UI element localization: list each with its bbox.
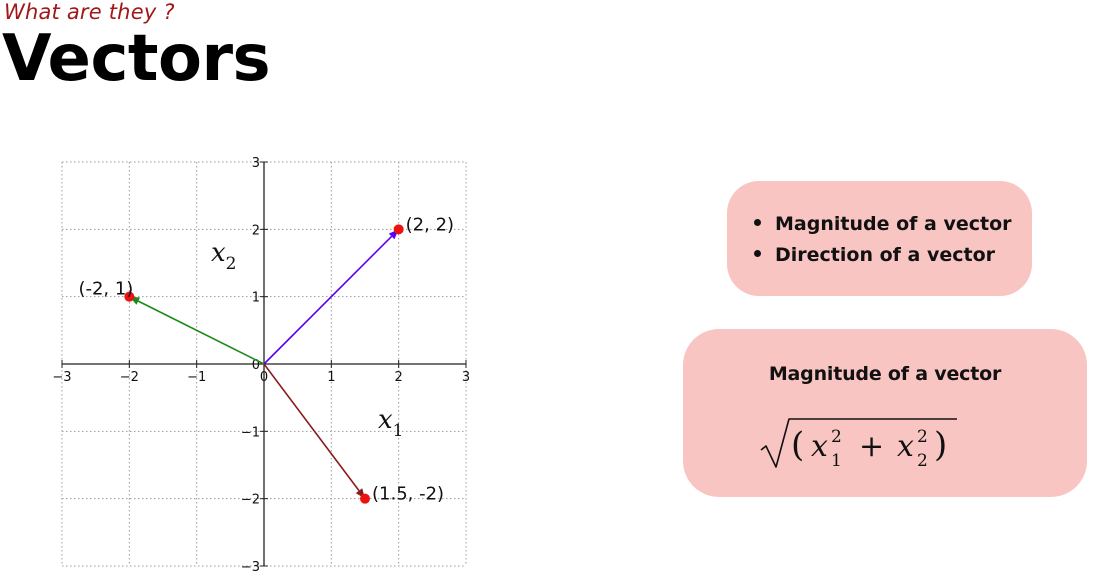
x-tick-label: −1 (187, 370, 206, 385)
magnitude-heading: Magnitude of a vector (768, 363, 1002, 385)
x-tick-label: 0 (260, 370, 268, 385)
slide-subtitle: What are they ? (4, 0, 175, 24)
vector-2-2-label: (2, 2) (406, 214, 454, 235)
y-tick-label: 2 (252, 223, 260, 238)
formula-paren-open: ( (791, 425, 804, 465)
vector-1.5-neg2-line (263, 363, 360, 492)
bullet-icon (754, 250, 761, 257)
x-tick-label: 1 (327, 370, 335, 385)
vector-1.5-neg2-label: (1.5, -2) (372, 484, 444, 505)
x-tick-label: −3 (52, 370, 71, 385)
magnitude-formula: ( x 2 1 + x 2 2 ) (760, 418, 957, 471)
magnitude-box: Magnitude of a vector ( x 2 1 + x 2 2 ) (683, 329, 1087, 497)
vector-neg2-1-point (124, 291, 135, 302)
vector-neg2-1-label: (-2, 1) (78, 279, 133, 300)
list-item: Magnitude of a vector (754, 209, 1012, 240)
list-item-label: Magnitude of a vector (775, 213, 1012, 235)
x-tick-label: 2 (395, 370, 403, 385)
formula-sub-1: 1 (831, 451, 842, 471)
vector-neg2-1-line (137, 300, 265, 365)
formula-base-x1: x (811, 429, 828, 464)
x-tick-label: 3 (462, 370, 470, 385)
formula-paren-close: ) (934, 425, 947, 465)
slide-title: Vectors (2, 22, 271, 96)
formula-plus: + (859, 429, 884, 464)
formula-base-x2: x (897, 429, 914, 464)
list-item: Direction of a vector (754, 240, 1012, 271)
y-tick-label: −3 (241, 560, 260, 575)
y-tick-label: −2 (241, 493, 260, 508)
y-tick-label: 3 (252, 156, 260, 171)
y-tick-label: 0 (252, 358, 260, 373)
formula-exp-2: 2 (917, 427, 928, 447)
y-tick-label: 1 (252, 291, 260, 306)
vector-properties-box: Magnitude of a vector Direction of a vec… (727, 181, 1032, 296)
vector-properties-list: Magnitude of a vector Direction of a vec… (754, 209, 1012, 271)
y-axis-label: x2 (211, 238, 237, 274)
formula-exp-1: 2 (831, 427, 842, 447)
vector-2-2-point (393, 224, 404, 235)
bullet-icon (754, 219, 761, 226)
vector-2-2-line (263, 235, 393, 365)
list-item-label: Direction of a vector (775, 244, 996, 266)
sqrt-radical-icon (760, 418, 957, 468)
x-tick-label: −2 (120, 370, 139, 385)
formula-sub-2: 2 (917, 451, 928, 471)
y-tick-label: −1 (241, 425, 260, 440)
vector-1.5-neg2-point (360, 493, 370, 504)
x-axis-label: x1 (378, 405, 404, 441)
